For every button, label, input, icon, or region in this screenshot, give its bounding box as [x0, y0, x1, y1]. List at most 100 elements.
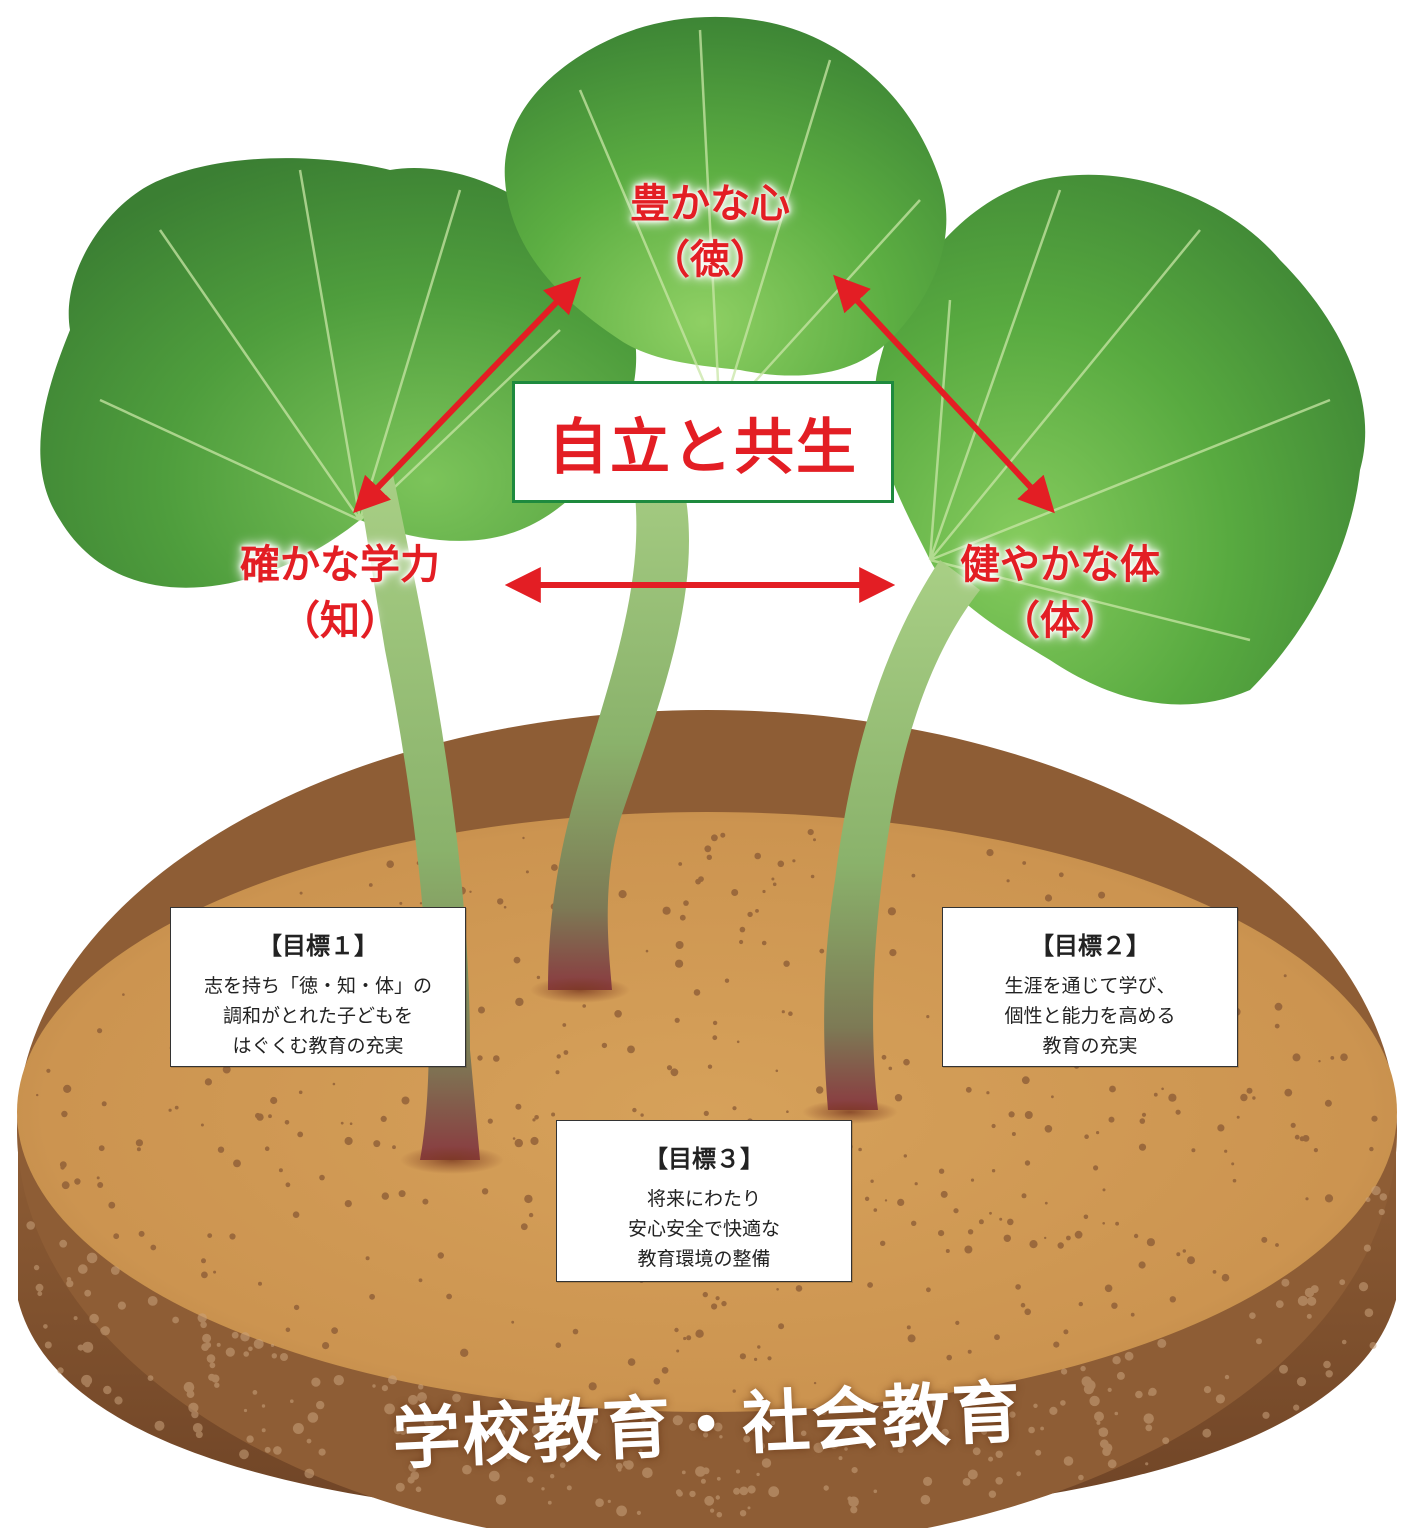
soil-speck: [1024, 1308, 1031, 1316]
soil-speck: [525, 870, 529, 874]
soil-speck: [207, 1233, 213, 1238]
soil-side-speck: [702, 1467, 710, 1475]
soil-speck: [1051, 1095, 1054, 1099]
soil-side-speck: [547, 1500, 552, 1505]
soil-side-speck: [1256, 1338, 1262, 1345]
soil-speck: [532, 1118, 536, 1122]
soil-side-speck: [261, 1428, 266, 1433]
soil-speck: [503, 905, 507, 909]
soil-side-speck: [638, 1410, 644, 1415]
soil-speck: [1044, 1201, 1048, 1205]
soil-side-speck: [473, 1434, 484, 1445]
soil-speck: [720, 832, 726, 838]
soil-side-speck: [1145, 1462, 1149, 1466]
soil-speck: [1252, 1096, 1256, 1100]
soil-speck: [200, 1123, 204, 1127]
soil-side-speck: [82, 1341, 94, 1353]
soil-side-speck: [495, 1494, 506, 1505]
soil-side-speck: [1378, 1208, 1385, 1216]
soil-side-speck: [739, 1486, 749, 1496]
soil-speck: [945, 1249, 950, 1253]
soil-side-speck: [1102, 1447, 1111, 1456]
soil-speck: [264, 1146, 270, 1151]
soil-side-speck: [408, 1394, 418, 1405]
soil-speck: [777, 860, 785, 868]
goal-3-line: 教育環境の整備: [637, 1248, 771, 1270]
soil-speck: [1161, 1087, 1164, 1091]
arrows: [353, 274, 1055, 603]
soil-speck: [1369, 1146, 1374, 1152]
soil-speck: [1115, 1221, 1119, 1226]
soil-speck: [481, 1188, 489, 1195]
soil-side-speck: [316, 1400, 325, 1410]
soil-side-speck: [1307, 1296, 1317, 1306]
soil-side-speck: [33, 1264, 40, 1271]
soil-side-speck: [962, 1478, 971, 1486]
soil-side-speck: [273, 1446, 282, 1455]
soil-speck: [344, 1136, 353, 1146]
soil-side-speck: [829, 1439, 839, 1449]
soil-speck: [703, 1110, 709, 1116]
soil-side-speck: [851, 1467, 858, 1474]
soil-side-speck: [563, 1415, 568, 1419]
soil-speck: [1093, 1165, 1099, 1171]
soil-speck: [437, 1252, 444, 1259]
soil-speck: [662, 906, 671, 915]
soil-side-speck: [1107, 1459, 1117, 1469]
soil-speck: [739, 939, 744, 945]
soil-side-speck: [967, 1469, 978, 1480]
goal-1-line: 調和がとれた子どもを: [222, 1005, 413, 1027]
soil-side-speck: [1063, 1456, 1074, 1466]
soil-side-speck: [641, 1417, 646, 1423]
soil-speck: [319, 1174, 325, 1181]
soil-speck: [299, 891, 303, 895]
soil-side-speck: [216, 1342, 221, 1347]
soil-side-speck: [905, 1405, 913, 1412]
soil-side-speck: [66, 1280, 74, 1288]
soil-side-speck: [911, 1421, 918, 1428]
soil-side-speck: [1061, 1368, 1068, 1375]
soil-side-speck: [1028, 1426, 1035, 1434]
soil-side-speck: [406, 1428, 410, 1432]
soil-speck: [715, 1296, 720, 1301]
soil-speck: [60, 1165, 65, 1170]
soil-speck: [478, 1006, 485, 1014]
soil-side-speck: [452, 1393, 461, 1403]
soil-side-speck: [716, 1511, 723, 1518]
soil-speck: [813, 1381, 817, 1385]
soil-speck: [736, 1040, 740, 1044]
soil-speck: [555, 1070, 560, 1075]
soil-speck: [392, 1145, 396, 1150]
soil-speck: [986, 1091, 990, 1095]
soil-side-speck: [243, 1351, 249, 1357]
soil-side-speck: [35, 1283, 44, 1292]
soil-side-speck: [1049, 1406, 1058, 1415]
soil-side-speck: [1002, 1425, 1009, 1432]
soil-speck: [1318, 1060, 1321, 1063]
soil-speck: [270, 1096, 278, 1105]
soil-speck: [322, 1342, 330, 1350]
soil-side-speck: [1369, 1342, 1377, 1349]
soil-side-speck: [988, 1490, 997, 1498]
soil-side-speck: [1262, 1411, 1270, 1419]
soil-speck: [201, 1258, 206, 1264]
soil-side-speck: [736, 1469, 740, 1474]
soil-side-speck: [202, 1333, 212, 1343]
soil-speck: [695, 1329, 704, 1338]
soil-speck: [1175, 1109, 1181, 1115]
soil-speck: [666, 1065, 673, 1071]
soil-side-speck: [372, 1384, 376, 1388]
soil-speck: [101, 1101, 107, 1107]
soil-speck: [903, 1058, 910, 1066]
soil-speck: [870, 1179, 874, 1183]
soil-side-speck: [117, 1301, 126, 1310]
soil-speck: [1133, 1233, 1139, 1239]
soil-speck: [582, 1004, 586, 1008]
soil-side-speck: [417, 1392, 427, 1403]
soil-speck: [1044, 1236, 1047, 1240]
soil-side-speck: [381, 1385, 388, 1392]
soil-speck: [1292, 1053, 1301, 1062]
goal-2-title: 【目標２】: [1030, 932, 1150, 960]
soil-side-speck: [1296, 1377, 1307, 1387]
arrow-heart-body: [833, 274, 1055, 514]
